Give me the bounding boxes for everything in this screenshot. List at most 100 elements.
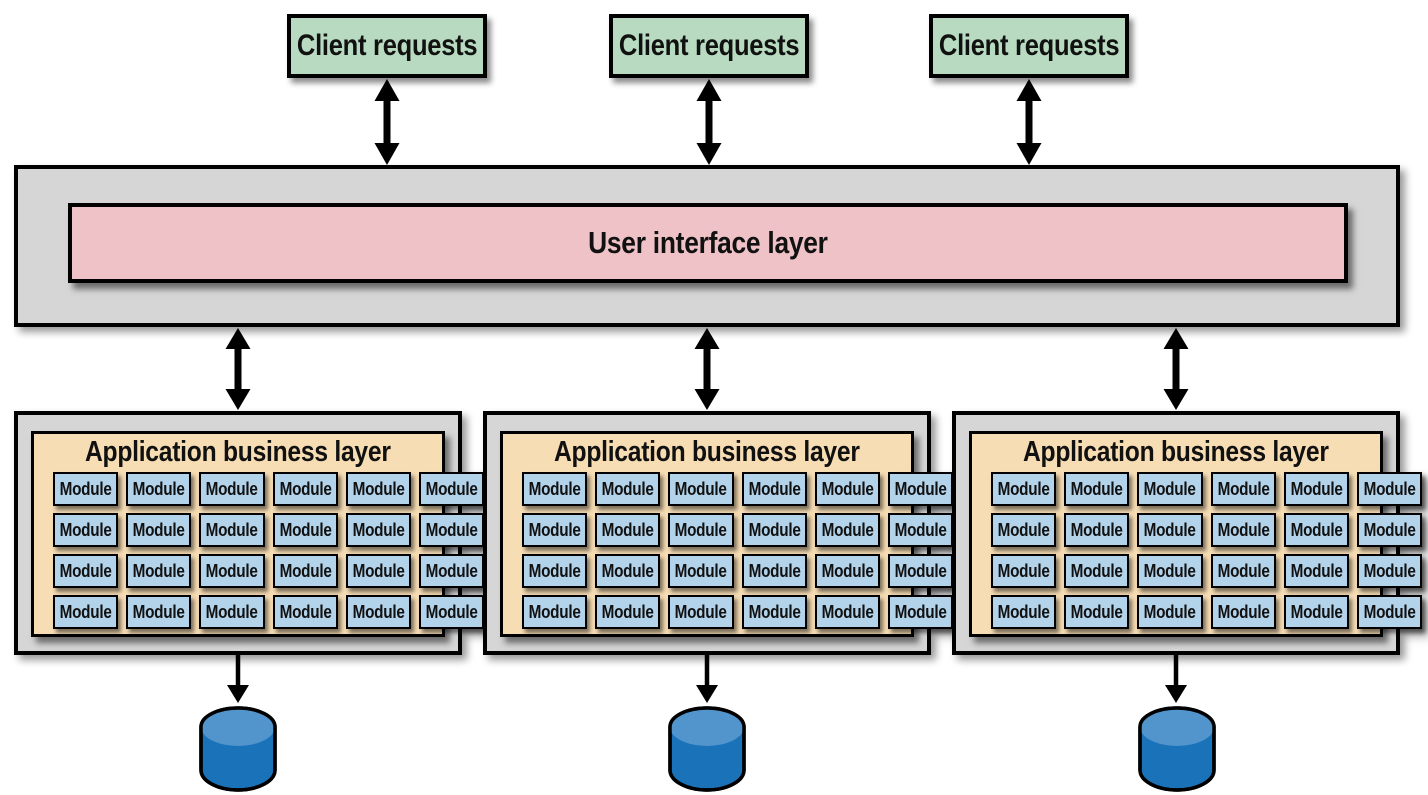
module-box: Module <box>595 513 661 547</box>
module-box: Module <box>668 513 734 547</box>
module-box: Module <box>345 472 412 506</box>
module-label: Module <box>1143 478 1197 499</box>
module-label: Module <box>1143 560 1197 581</box>
database-icon <box>1138 706 1216 792</box>
module-box: Module <box>991 554 1057 588</box>
arrowhead-down <box>694 389 720 410</box>
client-requests-box: Client requests <box>929 14 1129 78</box>
module-label: Module <box>748 560 801 581</box>
module-box: Module <box>272 513 338 547</box>
module-label: Module <box>59 519 112 540</box>
module-label: Module <box>1290 560 1343 581</box>
module-label: Module <box>674 519 728 540</box>
module-box: Module <box>1283 595 1350 629</box>
arrow-shaft <box>234 344 242 394</box>
module-label: Module <box>528 560 581 581</box>
arrow-shaft <box>1025 96 1033 148</box>
module-box: Module <box>991 513 1057 547</box>
module-box: Module <box>1357 595 1423 629</box>
database-top <box>670 708 744 746</box>
module-box: Module <box>199 472 265 506</box>
client-requests-label: Client requests <box>938 29 1120 62</box>
module-box: Module <box>126 554 192 588</box>
app-business-layer-title: Application business layer <box>522 436 892 469</box>
module-box: Module <box>741 595 807 629</box>
database-top <box>201 708 275 746</box>
module-box: Module <box>522 513 588 547</box>
module-label: Module <box>748 519 801 540</box>
database-outline <box>199 706 277 792</box>
arrowhead-down <box>696 685 718 703</box>
module-box: Module <box>888 513 954 547</box>
module-label: Module <box>1217 601 1270 622</box>
module-label: Module <box>205 601 259 622</box>
module-box: Module <box>1137 554 1203 588</box>
module-label: Module <box>1143 601 1197 622</box>
module-box: Module <box>1210 595 1276 629</box>
module-box: Module <box>419 554 485 588</box>
module-box: Module <box>595 595 661 629</box>
arrowhead-down <box>1163 389 1189 410</box>
module-box: Module <box>1357 472 1423 506</box>
module-box: Module <box>1283 472 1350 506</box>
module-label: Module <box>205 519 259 540</box>
arrow-shaft <box>703 344 711 394</box>
module-box: Module <box>345 554 412 588</box>
module-box: Module <box>595 472 661 506</box>
module-box: Module <box>1064 554 1130 588</box>
arrow-shaft <box>705 96 713 148</box>
module-label: Module <box>601 519 654 540</box>
module-box: Module <box>53 513 119 547</box>
arrow-shaft <box>704 655 710 687</box>
module-label: Module <box>1070 601 1123 622</box>
module-box: Module <box>741 513 807 547</box>
module-box: Module <box>1210 554 1276 588</box>
module-label: Module <box>205 560 259 581</box>
ui-layer-box: User interface layer <box>68 203 1348 283</box>
client-requests-label: Client requests <box>618 29 800 62</box>
arrowhead-up <box>696 79 722 101</box>
module-box: Module <box>1137 513 1203 547</box>
module-box: Module <box>1064 513 1130 547</box>
module-label: Module <box>425 560 478 581</box>
module-box: Module <box>1357 554 1423 588</box>
down-arrow-icon <box>696 655 718 703</box>
module-label: Module <box>132 560 185 581</box>
module-box: Module <box>53 595 119 629</box>
arrow-shaft <box>383 96 391 148</box>
module-box: Module <box>522 595 588 629</box>
module-label: Module <box>132 478 185 499</box>
arrow-shaft <box>1172 344 1180 394</box>
module-label: Module <box>132 519 185 540</box>
database-outline <box>668 706 746 792</box>
database-outline <box>1138 706 1216 792</box>
double-arrow-icon <box>1163 328 1189 410</box>
arrowhead-down <box>227 685 249 703</box>
module-box: Module <box>419 513 485 547</box>
module-box: Module <box>814 472 881 506</box>
module-label: Module <box>352 560 405 581</box>
module-box: Module <box>53 554 119 588</box>
module-box: Module <box>595 554 661 588</box>
arrow-shaft <box>235 655 241 687</box>
module-label: Module <box>601 478 654 499</box>
client-requests-box: Client requests <box>287 14 487 78</box>
module-label: Module <box>1217 519 1270 540</box>
double-arrow-icon <box>696 79 722 165</box>
module-label: Module <box>748 478 801 499</box>
module-box: Module <box>126 472 192 506</box>
database-icon <box>668 706 746 792</box>
module-box: Module <box>1283 554 1350 588</box>
module-label: Module <box>528 519 581 540</box>
module-box: Module <box>345 595 412 629</box>
arrowhead-up <box>225 328 251 349</box>
module-box: Module <box>741 554 807 588</box>
arrowhead-down <box>225 389 251 410</box>
